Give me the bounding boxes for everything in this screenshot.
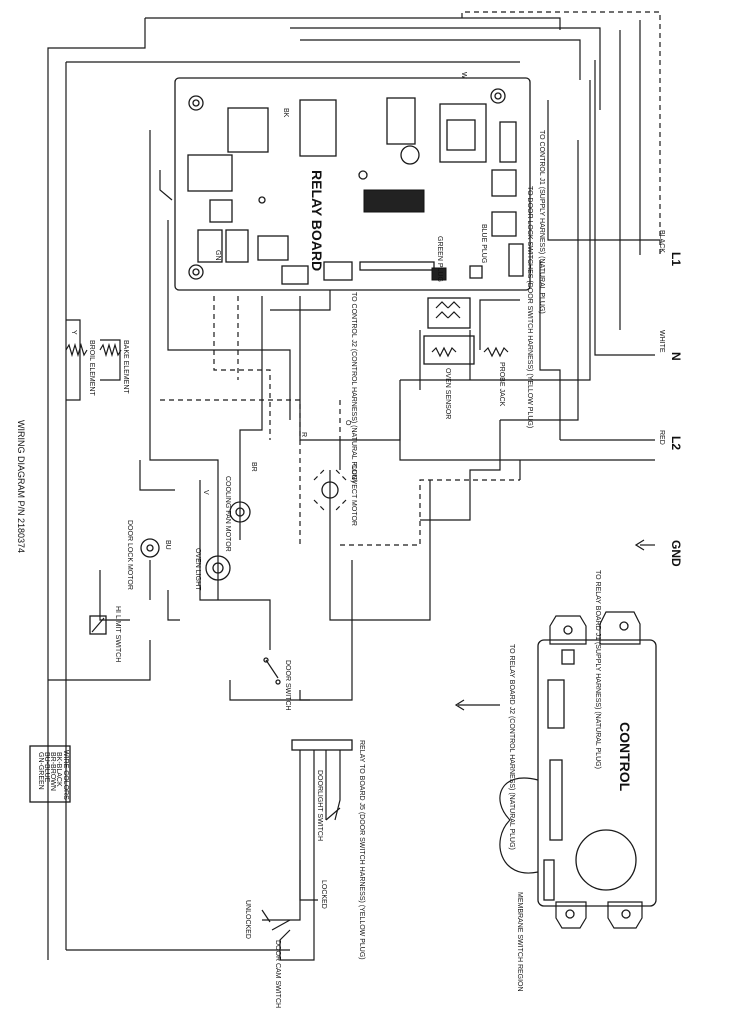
- control-board: CONTROL MEMBRANE SWITCH REGION: [454, 611, 657, 992]
- door-lock-motor-label: DOOR LOCK MOTOR: [126, 520, 133, 590]
- convect-motor-label: CONVECT MOTOR: [350, 464, 357, 526]
- legend-item: BU-BLUE: [43, 752, 50, 783]
- l2-label: L2: [669, 436, 683, 450]
- oven-sensor-label: OVEN SENSOR: [444, 368, 451, 419]
- door-cam-switch-label: DOOR CAM SWITCH: [274, 940, 281, 1008]
- wire-tags: BK W R BR BU Y O V GN: [70, 72, 467, 550]
- wire-tag: V: [202, 490, 209, 495]
- legend-title: WIRE COLORS: [62, 750, 69, 800]
- bake-element-label: BAKE ELEMENT: [122, 340, 129, 394]
- broil-element-label: BROIL ELEMENT: [88, 340, 95, 396]
- relay-board-label: RELAY BOARD: [309, 170, 325, 271]
- legend-item: GN-GREEN: [37, 752, 44, 790]
- black-wire-label: BLACK: [658, 230, 665, 253]
- cooling-fan-label: COOLING FAN MOTOR: [224, 476, 231, 552]
- doorlight-switch-label: DOORLIGHT SWITCH: [316, 770, 323, 841]
- gnd-label: GND: [669, 540, 683, 567]
- switches: HI LIMIT SWITCH DOOR SWITCH: [89, 606, 291, 711]
- diagram-title: WIRING DIAGRAM P/N 2180374: [16, 420, 26, 553]
- wire-tag: W: [460, 72, 467, 79]
- relay-board: RELAY BOARD: [174, 77, 531, 291]
- motors: COOLING FAN MOTOR CONVECT MOTOR DOOR LOC…: [126, 464, 357, 591]
- wire-tag: Y: [70, 330, 77, 335]
- door-switch-harness: DOORLIGHT SWITCH LOCKED UNLOCKED DOOR CA…: [244, 739, 353, 1008]
- note-to-control-j2: TO CONTROL J2 (CONTROL HARNESS) (NATURAL…: [350, 292, 357, 483]
- hi-limit-label: HI LIMIT SWITCH: [114, 606, 121, 662]
- white-wire-label: WHITE: [658, 330, 665, 353]
- note-to-door-lock: TO DOOR LOCK SWITCHES (DOOR SWITCH HARNE…: [526, 186, 533, 428]
- sensor-block: OVEN SENSOR PROBE JACK: [423, 297, 509, 419]
- wire-tag: R: [300, 432, 307, 437]
- line-terminals: L1 N L2 GND BLACK WHITE RED: [634, 230, 683, 567]
- wire-tag: O: [344, 420, 351, 426]
- wire-tag: BU: [164, 540, 171, 550]
- l1-label: L1: [669, 252, 683, 266]
- wire-color-legend: WIRE COLORS BK-BLACK BR-BROWN BU-BLUE GN…: [29, 745, 71, 803]
- harness-notes: TO CONTROL J1 (SUPPLY HARNESS) (NATURAL …: [350, 130, 601, 960]
- unlocked-label: UNLOCKED: [244, 900, 251, 939]
- locked-label: LOCKED: [320, 880, 327, 909]
- note-to-relay-j2: TO RELAY BOARD J2 (CONTROL HARNESS) (NAT…: [508, 644, 515, 850]
- membrane-label: MEMBRANE SWITCH REGION: [516, 892, 523, 992]
- note-to-relay-j1: TO RELAY BOARD J1 (SUPPLY HARNESS) (NATU…: [594, 570, 601, 769]
- probe-jack-label: PROBE JACK: [498, 362, 505, 407]
- legend-item: BR-BROWN: [49, 752, 56, 791]
- blue-plug-label: BLUE PLUG: [480, 224, 487, 263]
- wire-tag: BR: [250, 462, 257, 472]
- harness-wires: [47, 11, 661, 960]
- legend-item: BK-BLACK: [55, 752, 62, 787]
- oven-light-label: OVEN LIGHT: [194, 548, 201, 591]
- wire-tag: BK: [282, 108, 289, 118]
- note-to-control-j1: TO CONTROL J1 (SUPPLY HARNESS) (NATURAL …: [538, 130, 545, 314]
- elements: BAKE ELEMENT BROIL ELEMENT: [65, 340, 129, 396]
- wire-tag: GN: [214, 250, 221, 261]
- note-relay-j5: RELAY TO BOARD J5 (DOOR SWITCH HARNESS) …: [358, 740, 365, 960]
- green-plug-label: GREEN PLUG: [436, 236, 443, 282]
- door-switch-label: DOOR SWITCH: [284, 660, 291, 711]
- red-wire-label: RED: [658, 430, 665, 445]
- control-label: CONTROL: [617, 722, 633, 792]
- n-label: N: [669, 352, 683, 361]
